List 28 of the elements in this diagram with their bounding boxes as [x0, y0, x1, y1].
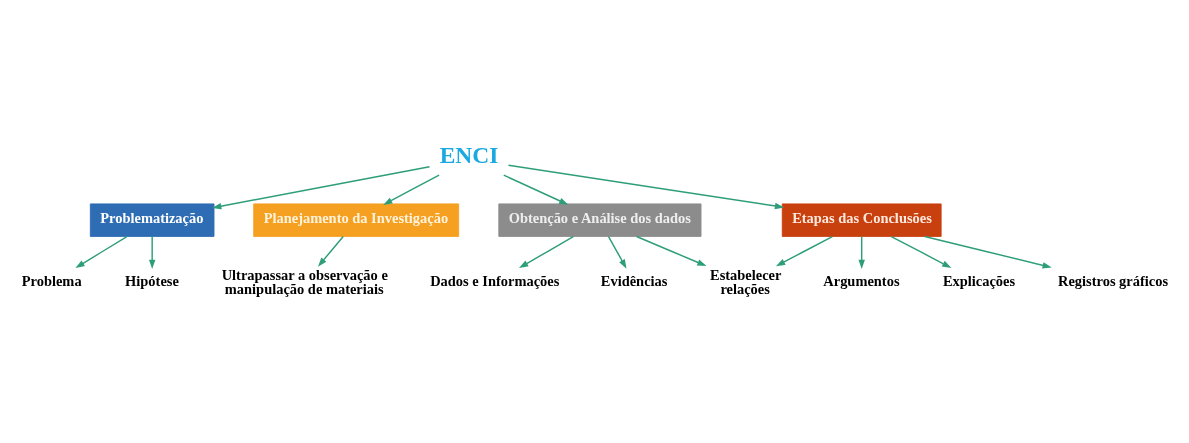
node-box: Problematização: [89, 203, 215, 237]
node-text: Evidências: [600, 272, 668, 289]
arrow: [635, 235, 707, 267]
node-text: Dados e Informações: [430, 272, 560, 289]
arrow: [607, 235, 627, 269]
arrow: [507, 164, 785, 210]
node-text: Estabelecer relações: [710, 266, 782, 297]
node-text: Problema: [21, 272, 82, 289]
arrow: [212, 166, 431, 210]
arrow: [75, 235, 128, 269]
arrow: [775, 235, 834, 267]
node-text: Registros gráficos: [1058, 272, 1169, 289]
node-text: Hipótese: [125, 272, 179, 289]
node-text: Ultrapassar a observação e manipulação de materiais: [221, 266, 388, 297]
node-text: ENCI: [439, 142, 499, 169]
arrow: [858, 235, 865, 269]
node-box: Planejamento da Investigação: [253, 203, 460, 237]
node-box: Etapas das Conclusões: [781, 203, 942, 237]
arrow: [519, 235, 574, 269]
arrow: [924, 235, 1052, 269]
arrow: [503, 174, 569, 205]
arrow: [383, 174, 440, 205]
node-box: Obtenção e Análise dos dados: [498, 203, 702, 237]
arrow: [317, 235, 344, 267]
arrow: [148, 235, 156, 269]
arrow: [890, 235, 952, 268]
node-text: Explicações: [942, 272, 1016, 289]
node-text: Argumentos: [823, 272, 900, 289]
